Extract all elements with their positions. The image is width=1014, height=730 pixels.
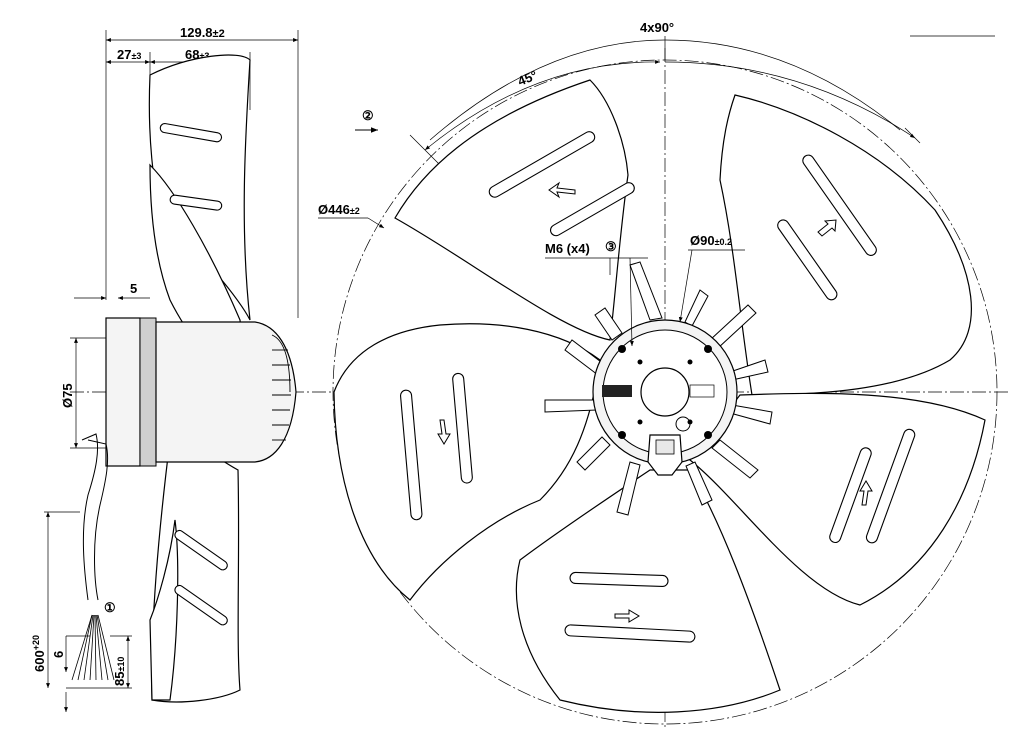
diameter-75-dim: Ø75 <box>60 383 75 408</box>
blade-flow-arrows <box>437 181 873 623</box>
gap-dim: 5 <box>130 281 137 296</box>
thread-label: M6 (x4) <box>545 241 590 256</box>
blade-depth-dim: 68±3 <box>185 47 209 62</box>
airflow-callout: ② <box>362 108 374 123</box>
front-slot <box>400 389 423 521</box>
side-slot <box>174 584 228 626</box>
front-offset-dim: 27±3 <box>117 47 141 62</box>
motor-flange <box>105 317 141 467</box>
front-slot <box>777 219 838 301</box>
side-slot <box>174 529 228 571</box>
front-slot <box>569 571 669 588</box>
front-slot <box>829 447 872 544</box>
front-slot <box>488 131 596 198</box>
cable-callout: ① <box>104 600 116 615</box>
front-slot <box>549 182 635 237</box>
front-blade <box>515 469 781 713</box>
front-blade <box>719 94 972 396</box>
front-slot <box>865 428 916 544</box>
cable <box>81 433 99 601</box>
motor-housing <box>155 321 297 463</box>
hub-bolt-holes <box>618 345 712 439</box>
outer-diameter-dim: Ø446±2 <box>318 202 360 217</box>
hub-plug <box>675 416 691 432</box>
front-slot <box>564 624 696 643</box>
angle-45-dim: 45° <box>516 68 540 89</box>
hub-nameplate-right <box>689 384 715 398</box>
side-view: 129.8±2 27±3 68±3 5 <box>31 25 1010 712</box>
cable-length-dim: 600+20 <box>31 635 47 672</box>
overall-width-dim: 129.8±2 <box>180 25 225 40</box>
thread-callout: ③ <box>605 239 617 254</box>
motor-ring <box>139 317 157 467</box>
side-slot <box>159 123 223 143</box>
cable-wires <box>71 614 115 681</box>
hub-bore <box>640 367 690 417</box>
strip-dim: 6 <box>51 651 66 658</box>
front-view: 4x90° 45° ② Ø446±2 <box>318 20 998 728</box>
front-slot <box>452 372 473 484</box>
hub-diameter-dim: Ø90±0.2 <box>690 233 732 248</box>
front-slot <box>802 154 877 256</box>
cooling-fins <box>271 334 291 441</box>
strip-end-dim: 85±10 <box>112 657 127 686</box>
bolt-angle-dim: 4x90° <box>640 20 674 35</box>
side-slot <box>169 194 223 211</box>
hub-nameplate-left <box>602 385 632 397</box>
